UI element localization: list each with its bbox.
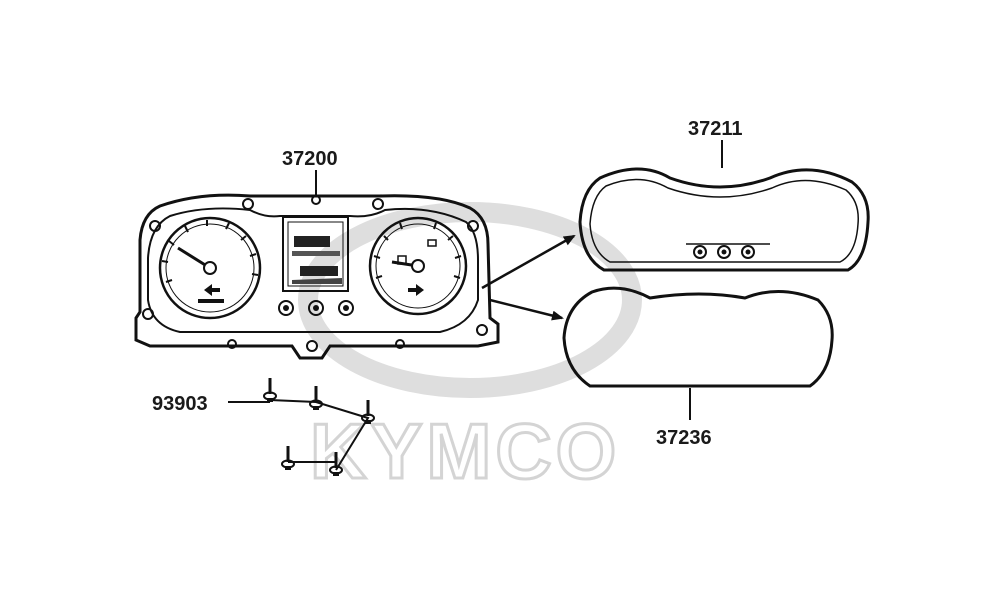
center-lcd-panel: [282, 216, 349, 292]
screw-icon: [263, 378, 277, 402]
screw-icon: [361, 400, 375, 424]
part-label-37200: 37200: [282, 148, 338, 170]
screw-icon: [329, 452, 343, 476]
lens-outline: [562, 286, 834, 388]
flange-screw: [476, 324, 488, 336]
meter-assembly[interactable]: [134, 193, 500, 360]
left-turn-arrow-icon: [204, 284, 220, 296]
lcd-bar-segment: [292, 251, 340, 256]
flange-screw: [227, 339, 237, 349]
part-label-37211: 37211: [688, 118, 743, 140]
screw-icon: [309, 386, 323, 410]
flange-screw: [306, 340, 318, 352]
indicator-lamp-row: [278, 300, 354, 316]
lcd-odometer-segment: [300, 266, 338, 276]
gauge-dial: [368, 216, 468, 316]
screw-link-lines: [269, 399, 370, 471]
dial-logo-mark: [198, 299, 224, 303]
screw-icon: [281, 446, 295, 470]
right-turn-arrow-icon: [408, 284, 424, 296]
screw-set[interactable]: [228, 378, 375, 476]
meter-lens[interactable]: [562, 286, 834, 388]
cover-inner-outline: [589, 178, 859, 263]
watermark-brand-text: KYMCO: [310, 407, 620, 495]
brand-watermark: KYMCO: [298, 202, 642, 497]
speedometer-dial: [158, 216, 262, 320]
arrow-to-lens: [489, 298, 564, 321]
oil-icon: [427, 239, 437, 247]
meter-cover[interactable]: [578, 167, 870, 272]
flange-screw: [149, 220, 161, 232]
meter-housing: [134, 193, 500, 360]
flange-screw: [242, 198, 254, 210]
cover-outline: [578, 167, 870, 272]
flange-screw: [395, 339, 405, 349]
flange-screw: [142, 308, 154, 320]
arrow-to-cover: [481, 234, 576, 290]
part-label-37236: 37236: [656, 427, 712, 449]
fuel-bar-segments: [292, 278, 342, 284]
flange-screw: [372, 198, 384, 210]
part-label-93903: 93903: [152, 393, 208, 415]
flange-screw: [467, 220, 479, 232]
lcd-clock-segment: [294, 236, 330, 247]
